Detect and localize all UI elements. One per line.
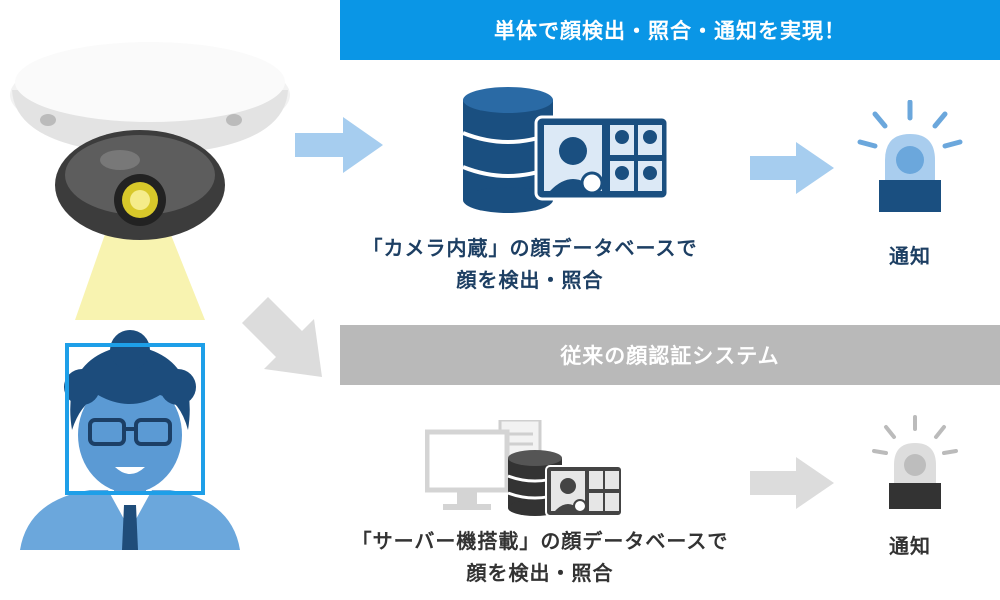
bottom-notify-label: 通知 [889,534,931,558]
bottom-caption-line2: 顔を検出・照合 [466,561,614,585]
arrow-right-icon [295,117,383,173]
top-caption-line2: 顔を検出・照合 [456,268,604,292]
bottom-caption: 「サーバー機搭載」の顔データベースで 顔を検出・照合 [320,525,760,589]
alarm-light-icon [857,100,963,212]
bottom-banner-text: 従来の顔認証システム [560,344,780,368]
face-detection-frame-icon [65,343,205,495]
top-banner: 単体で顔検出・照合・通知を実現！ [340,0,1000,60]
top-notify-label: 通知 [889,244,931,268]
dome-camera-icon [10,42,290,320]
person-face-icon [20,330,240,550]
face-photo-card-icon [534,115,670,201]
top-caption-line1: 「カメラ内蔵」の顔データベースで [362,236,698,260]
top-caption: 「カメラ内蔵」の顔データベースで 顔を検出・照合 [335,232,725,296]
alarm-light-icon [872,415,958,509]
bottom-caption-line1: 「サーバー機搭載」の顔データベースで [351,529,729,553]
arrow-right-icon [242,297,322,377]
arrow-right-icon [750,457,834,509]
face-photo-card-icon [545,465,623,517]
top-banner-text: 単体で顔検出・照合・通知を実現！ [494,19,846,43]
bottom-banner: 従来の顔認証システム [340,325,1000,385]
arrow-right-icon [750,142,834,194]
